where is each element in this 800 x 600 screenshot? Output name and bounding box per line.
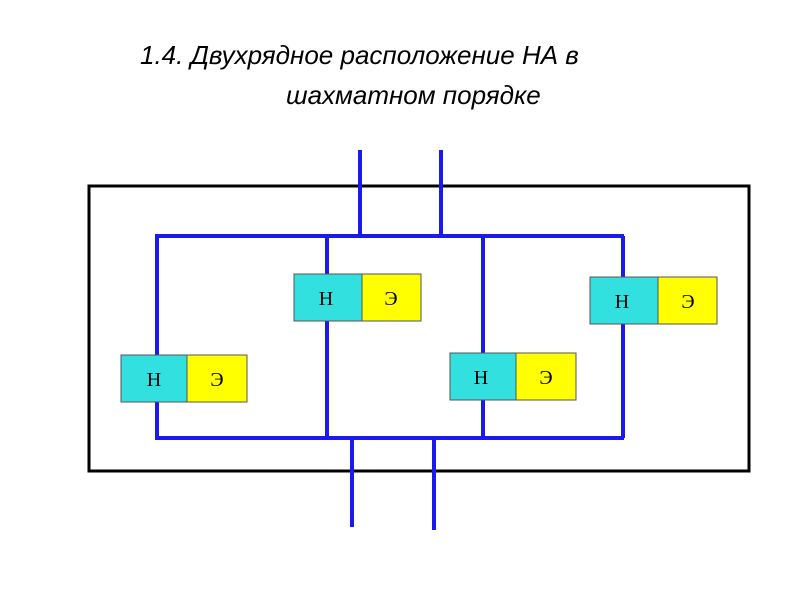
pump-part [120,354,188,403]
pump-unit-3: Н Э [449,352,577,401]
station-frame [87,184,751,473]
motor-label: Э [210,369,223,391]
pump-part [589,276,659,325]
pump-label: Н [474,367,488,389]
motor-part [186,354,248,403]
pump-label: Н [147,369,161,391]
title-line-2: шахматном порядке [286,80,541,110]
pump-unit-4: Н Э [589,276,718,325]
title-line-1: 1.4. Двухрядное расположение НА в [140,40,579,70]
motor-label: Э [539,367,552,389]
pump-label: Н [615,291,629,313]
motor-part [361,273,422,322]
pump-unit-1: Н Э [120,354,248,403]
motor-part [657,276,718,325]
motor-part [515,352,577,401]
motor-label: Э [681,291,694,313]
pump-part [293,273,363,322]
motor-label: Э [384,288,397,310]
pump-part [449,352,517,401]
pipe-network [155,150,625,530]
pump-unit-2: Н Э [293,273,422,322]
pump-label: Н [319,288,333,310]
